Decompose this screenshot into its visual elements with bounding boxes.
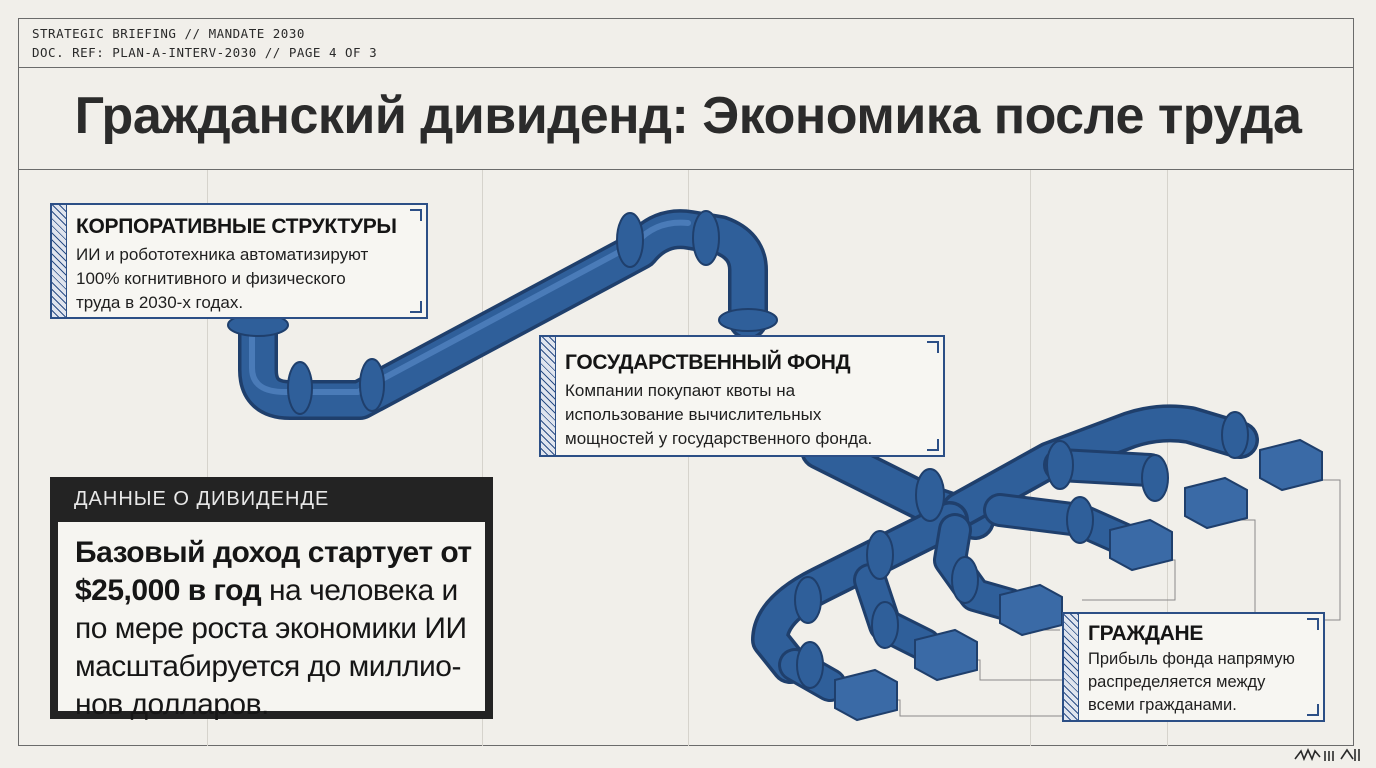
citizens-node: ГРАЖДАНЕ Прибыль фонда напрямую распреде… — [1062, 612, 1325, 722]
corporate-structures-node: КОРПОРАТИВНЫЕ СТРУКТУРЫ ИИ и робототехни… — [50, 203, 428, 319]
header-briefing-line: STRATEGIC BRIEFING // MANDATE 2030 — [32, 26, 305, 41]
description-line: ИИ и робототехника автоматизируют — [76, 245, 369, 264]
description-line: распределяется между — [1088, 673, 1266, 691]
node-title: ГРАЖДАНЕ — [1088, 622, 1204, 645]
dividend-text: Базовый доход стартует от $25,000 в год … — [75, 534, 477, 724]
dividend-panel-header: ДАННЫЕ О ДИВИДЕНДЕ — [74, 488, 330, 510]
box-corner-mark — [1307, 704, 1319, 716]
description-line: использование вычислительных — [565, 405, 822, 424]
header-docref-line: DOC. REF: PLAN-A-INTERV-2030 // PAGE 4 O… — [32, 45, 378, 60]
pipe-flanges — [227, 210, 1249, 689]
description-line: Прибыль фонда напрямую — [1088, 650, 1295, 668]
node-title: КОРПОРАТИВНЫЕ СТРУКТУРЫ — [76, 215, 397, 238]
description-line: всеми гражданами. — [1088, 696, 1237, 714]
header-divider — [18, 67, 1354, 68]
dividend-data-panel: ДАННЫЕ О ДИВИДЕНДЕ Базовый доход стартуе… — [50, 477, 493, 721]
state-fund-node: ГОСУДАРСТВЕННЫЙ ФОНД Компании покупают к… — [539, 335, 945, 457]
title-divider — [18, 169, 1354, 170]
box-hatch-strip — [1064, 614, 1079, 720]
description-line: 100% когнитивного и физического — [76, 269, 346, 288]
box-corner-mark — [410, 301, 422, 313]
description-line: труда в 2030-х годах. — [76, 293, 244, 312]
dividend-panel-body: Базовый доход стартует от $25,000 в год … — [57, 521, 486, 721]
node-description: Компании покупают квоты на использование… — [565, 379, 933, 451]
box-hatch-strip — [52, 205, 67, 317]
dividend-text-line: по мере роста экономики ИИ — [75, 612, 467, 645]
dividend-text-line: масштабируется до миллио- — [75, 650, 461, 683]
dividend-amount: $25,000 в год — [75, 574, 262, 607]
box-corner-mark — [927, 439, 939, 451]
grid-line — [1167, 170, 1168, 746]
node-description: Прибыль фонда напрямую распределяется ме… — [1088, 648, 1313, 717]
box-corner-mark — [1307, 618, 1319, 630]
signature-mark — [1294, 748, 1360, 762]
pipe-outlets — [834, 438, 1323, 722]
box-hatch-strip — [541, 337, 556, 455]
page-title: Гражданский дивиденд: Экономика после тр… — [74, 87, 1302, 145]
description-line: мощностей у государственного фонда. — [565, 429, 873, 448]
main-pipe — [238, 209, 768, 420]
dividend-highlight: Базовый доход стартует от — [75, 536, 472, 569]
node-title: ГОСУДАРСТВЕННЫЙ ФОНД — [565, 351, 851, 374]
node-description: ИИ и робототехника автоматизируют 100% к… — [76, 243, 416, 315]
grid-line — [207, 170, 208, 746]
box-corner-mark — [927, 341, 939, 353]
grid-line — [688, 170, 689, 746]
page-frame — [18, 18, 1354, 746]
grid-line — [482, 170, 483, 746]
box-corner-mark — [410, 209, 422, 221]
dividend-text-line: на человека и — [261, 574, 458, 607]
description-line: Компании покупают квоты на — [565, 381, 796, 400]
dividend-text-line: нов долларов. — [75, 688, 269, 721]
